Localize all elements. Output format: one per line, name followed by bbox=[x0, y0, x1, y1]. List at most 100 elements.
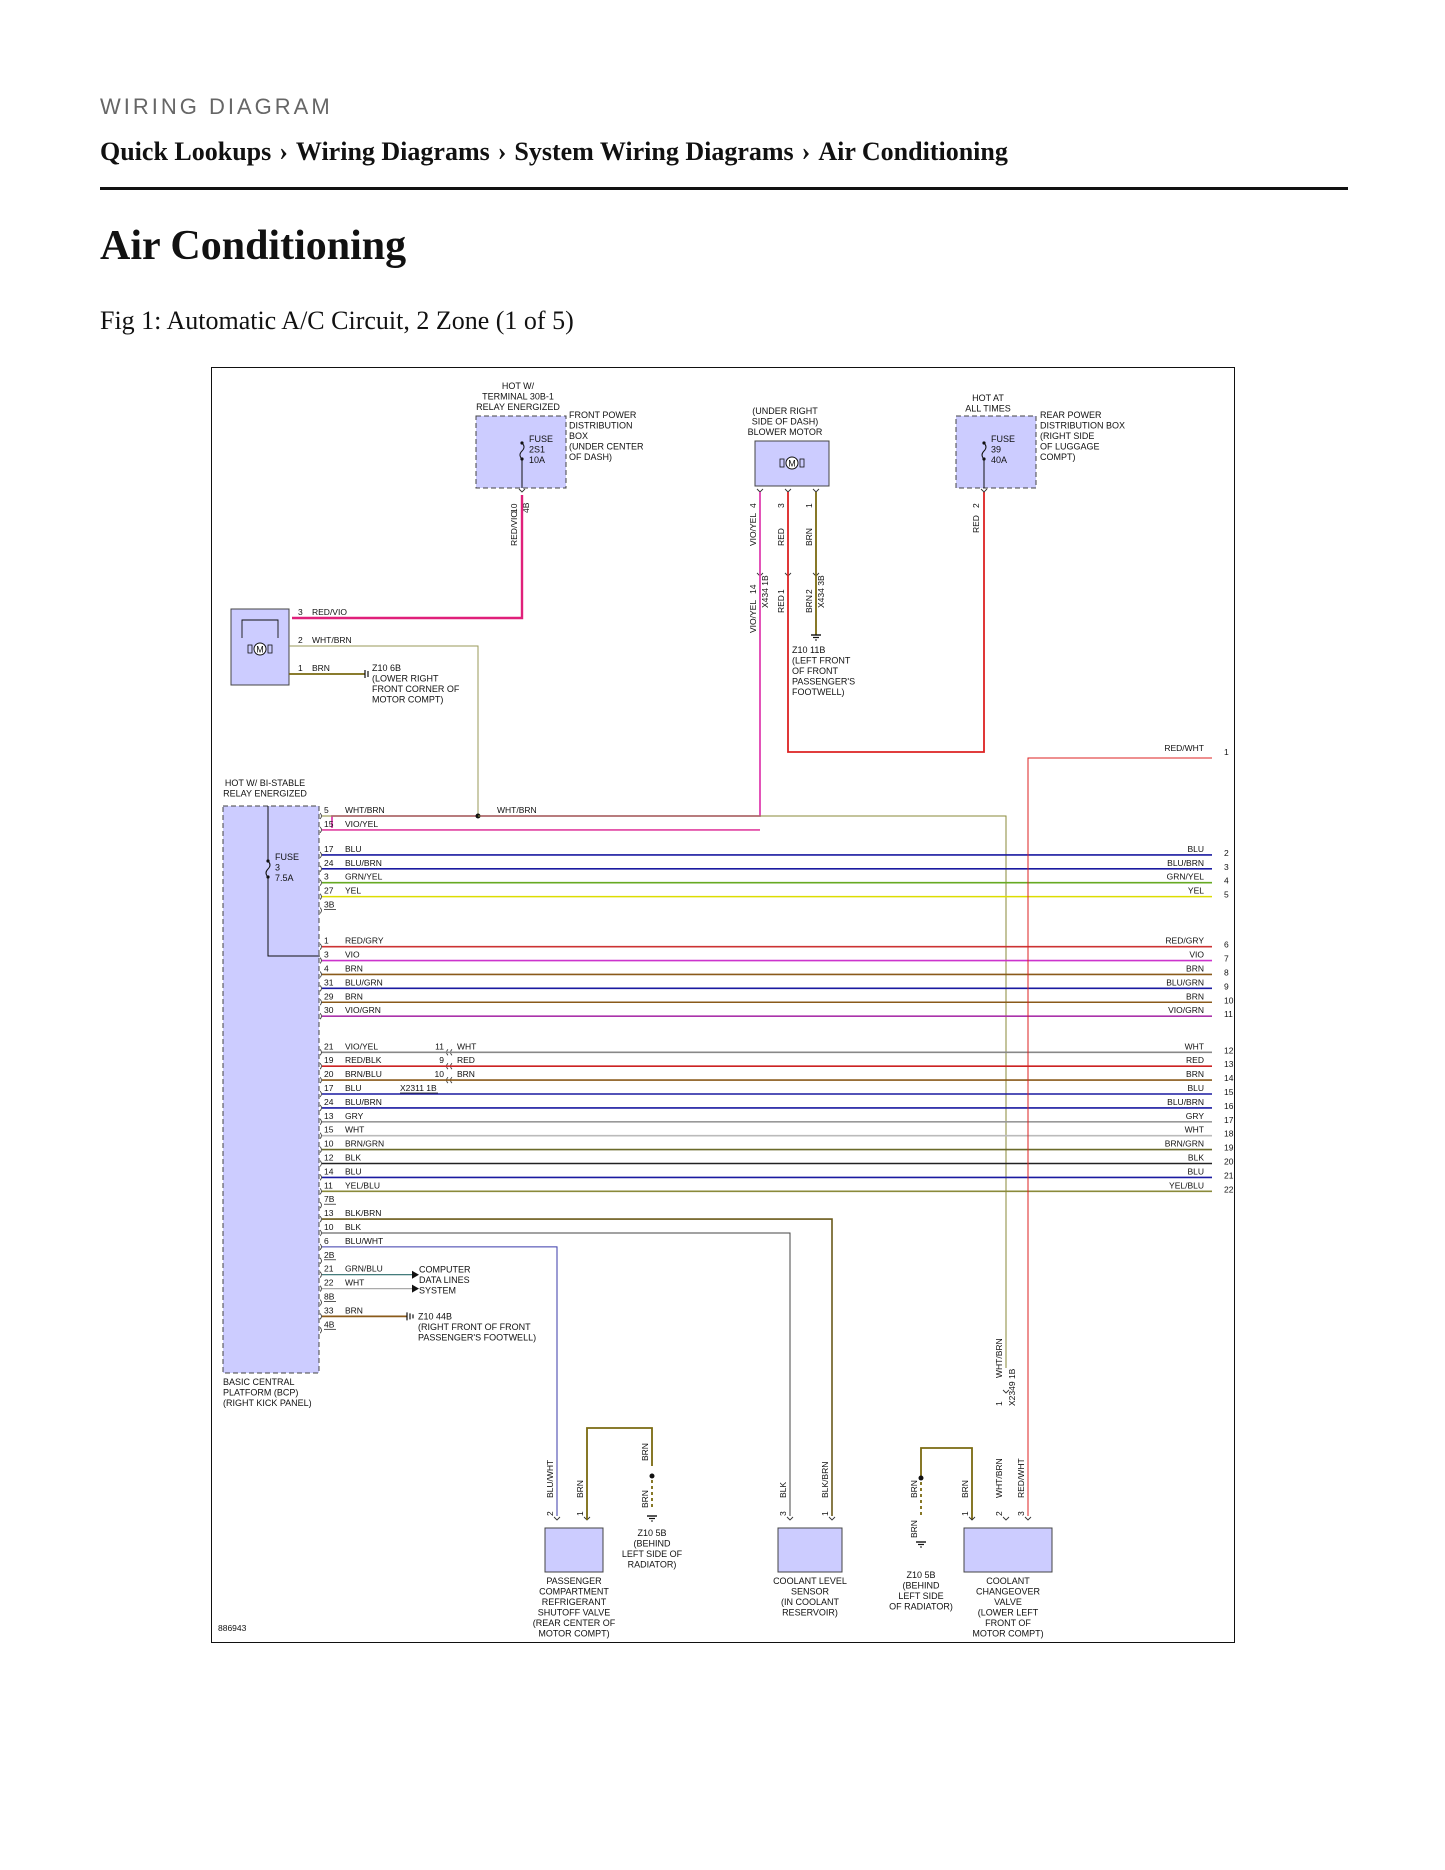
ground-b-lower-label: BRN bbox=[909, 1520, 919, 1538]
bcp-connector-chevron bbox=[319, 1243, 322, 1251]
bcp-pin-label: 30 bbox=[324, 1005, 334, 1015]
bcp-pin-label: 7B bbox=[324, 1194, 335, 1204]
right-wire-label: BRN bbox=[1186, 991, 1204, 1001]
coolant-pump-pin-label: 2 bbox=[298, 635, 303, 645]
bcp-connector-chevron bbox=[319, 985, 322, 992]
breadcrumb-item-system-wiring-diagrams[interactable]: System Wiring Diagrams bbox=[514, 137, 794, 166]
bcp-wire-label: BLU bbox=[345, 1166, 362, 1176]
right-wire-label: GRN/YEL bbox=[1167, 872, 1205, 882]
shutoff-pin-label: 2 bbox=[545, 1511, 555, 1516]
valve-connector-chevron bbox=[1024, 1516, 1032, 1521]
bcp-pin-label: 15 bbox=[324, 819, 334, 829]
blower-wire-label: RED bbox=[776, 528, 786, 546]
x2349-wire-label: WHT/BRN bbox=[994, 1338, 1004, 1378]
right-wire-label: VIO/GRN bbox=[1168, 1005, 1204, 1015]
coolant-pump-wire-label: WHT/BRN bbox=[312, 635, 352, 645]
bcp-pin-label: 21 bbox=[324, 1041, 334, 1051]
bcp-connector-chevron bbox=[319, 1146, 322, 1153]
ground-b-wire-label: BRN bbox=[909, 1480, 919, 1498]
coolant-pump-motor-symbol: M bbox=[256, 645, 264, 655]
rear-fuse-symbol bbox=[982, 441, 986, 445]
bcp-pin-label: 5 bbox=[324, 805, 329, 815]
bcp-fuse-symbol bbox=[265, 860, 271, 878]
bcp-pin-label: 14 bbox=[324, 1166, 334, 1176]
right-wire-label: GRY bbox=[1186, 1111, 1205, 1121]
vio-yel-wire bbox=[331, 492, 761, 828]
bcp-pin-label: 12 bbox=[324, 1153, 334, 1163]
bcp-connector-chevron bbox=[319, 998, 322, 1006]
data-line-arrow bbox=[412, 1270, 419, 1279]
right-wire-label: YEL bbox=[1188, 886, 1204, 896]
bcp-pin-label: 21 bbox=[324, 1264, 334, 1274]
wire-reference-number: 4 bbox=[1224, 876, 1229, 886]
bcp-pin-label: 24 bbox=[324, 858, 334, 868]
bcp-pin-label: 24 bbox=[324, 1097, 334, 1107]
blower-pin-label: 4 bbox=[748, 503, 758, 508]
right-wire-label: BLU bbox=[1187, 844, 1204, 854]
bcp-fuse-wire-bottom bbox=[267, 877, 320, 957]
x2311-connector-label: X2311 1B bbox=[400, 1083, 437, 1093]
bcp-connector-chevron bbox=[319, 1104, 322, 1112]
x2311-wire-label: BRN bbox=[457, 1069, 475, 1079]
right-wire-label: BRN bbox=[1186, 963, 1204, 973]
blower-motor-box bbox=[754, 440, 830, 487]
coolant-pump-pin-label: 1 bbox=[298, 663, 303, 673]
coolant-pump-motor-symbol bbox=[267, 644, 273, 654]
front-connector-label: 4B bbox=[521, 502, 531, 513]
header-divider bbox=[100, 187, 1348, 190]
wire-reference-number: 20 bbox=[1224, 1157, 1234, 1167]
wire-reference-number: 9 bbox=[1224, 981, 1229, 991]
blower-connector-chevron bbox=[812, 488, 820, 493]
bcp-connector-chevron bbox=[319, 943, 322, 950]
bcp-connector-chevron bbox=[319, 893, 322, 900]
breadcrumb-item-air-conditioning[interactable]: Air Conditioning bbox=[818, 137, 1008, 166]
bcp-wire-label: YEL bbox=[345, 886, 361, 896]
bcp-wire-label: BRN/GRN bbox=[345, 1139, 384, 1149]
bcp-connector-chevron bbox=[319, 812, 322, 820]
valve-pin-label: 1 bbox=[960, 1511, 970, 1516]
valve-wire-label: WHT/BRN bbox=[994, 1458, 1004, 1498]
red-vio-wire bbox=[292, 495, 524, 620]
page-title: Air Conditioning bbox=[100, 223, 407, 269]
coolant-pump-wire-label: RED/VIO bbox=[312, 607, 347, 617]
x2311-wire-label: WHT bbox=[457, 1041, 476, 1051]
right-wire-label: BLU/BRN bbox=[1167, 858, 1204, 868]
x2311-pin-label: 10 bbox=[435, 1069, 445, 1079]
bcp-wire-label: BLU/GRN bbox=[345, 977, 383, 987]
blk-brn-sensor-wire bbox=[322, 1218, 833, 1516]
blower-connector-chevron bbox=[784, 488, 792, 493]
wire-reference-number: 13 bbox=[1224, 1059, 1234, 1069]
shutoff-wire-label: BRN bbox=[575, 1480, 585, 1498]
bcp-wire-label: BRN bbox=[345, 991, 363, 1001]
ground-a-wire-label: BRN bbox=[640, 1443, 650, 1461]
bcp-wire-label: BRN bbox=[345, 963, 363, 973]
breadcrumb-item-quick-lookups[interactable]: Quick Lookups bbox=[100, 137, 272, 166]
breadcrumb-item-wiring-diagrams[interactable]: Wiring Diagrams bbox=[295, 137, 490, 166]
bcp-wire-label: BLK bbox=[345, 1153, 361, 1163]
bcp-pin-label: 13 bbox=[324, 1111, 334, 1121]
bcp-connector-chevron bbox=[319, 865, 322, 873]
ground-z10-6b-symbol bbox=[364, 670, 369, 678]
coolant-pump-motor-symbol bbox=[247, 644, 253, 654]
bcp-connector-chevron bbox=[319, 1062, 322, 1070]
front-pin-label: 10 bbox=[509, 503, 519, 513]
shutoff-valve-box bbox=[544, 1527, 604, 1573]
bcp-connector-chevron bbox=[319, 1174, 322, 1181]
bcp-connector-chevron bbox=[319, 1229, 322, 1237]
bcp-pin-label: 17 bbox=[324, 844, 334, 854]
shutoff-wire-label: BLU/WHT bbox=[545, 1460, 555, 1498]
x434-a-label: X434 1B bbox=[760, 575, 770, 608]
ground-z10-44b-symbol bbox=[406, 1312, 414, 1321]
bcp-box bbox=[222, 805, 320, 1374]
bcp-wire-label: GRN/YEL bbox=[345, 872, 383, 882]
bcp-connector-chevron bbox=[319, 1076, 322, 1084]
coolant-pump-motor-symbol bbox=[253, 642, 267, 656]
